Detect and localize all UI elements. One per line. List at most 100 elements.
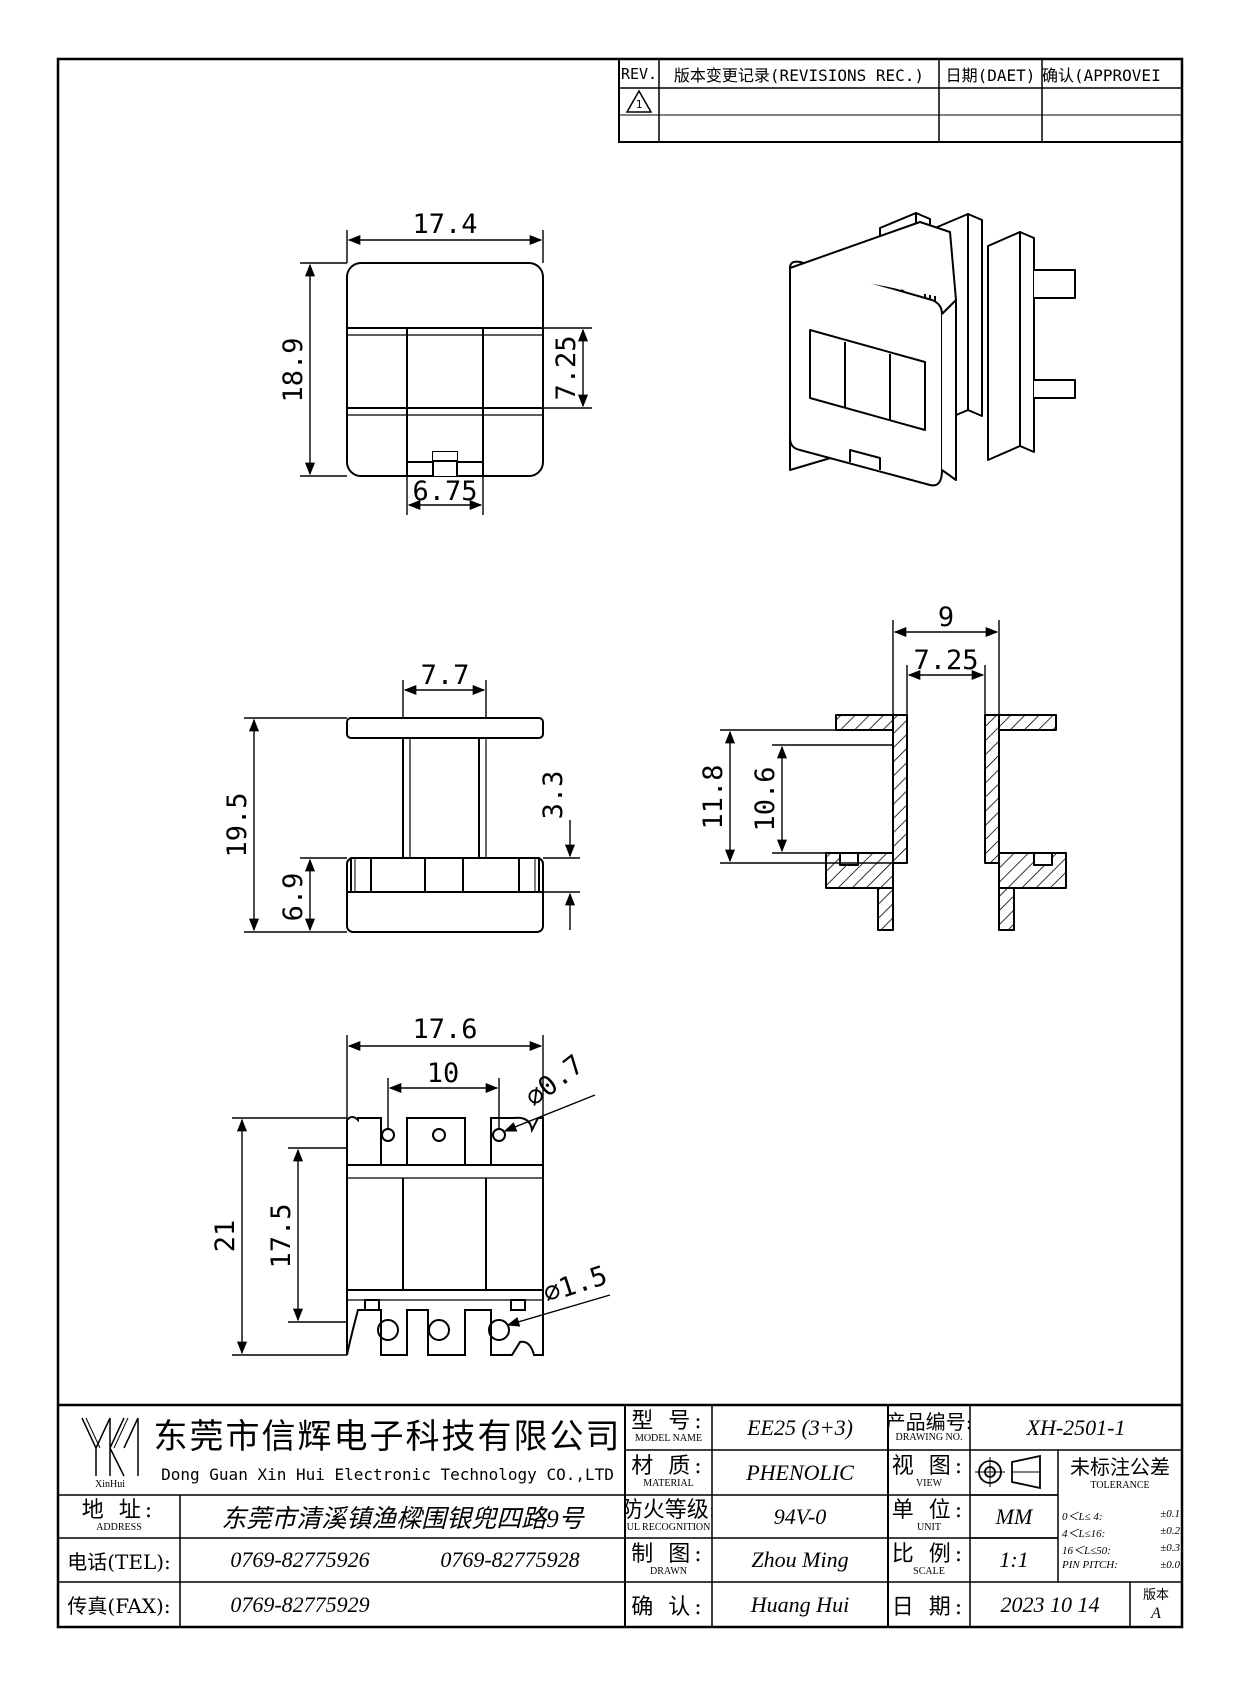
date-label: 日 期: <box>891 1594 967 1620</box>
pin-hole-small-left <box>381 1128 395 1142</box>
dim-bottom-hole-small: ⌀0.7 <box>520 1049 590 1113</box>
dim-front-base: 6.9 <box>278 873 309 922</box>
revision-header-record: 版本变更记录(REVISIONS REC.) <box>673 66 925 85</box>
revision-header-rev: REV. <box>620 65 658 83</box>
revision-header-approve: 确认(APPROVEI <box>1042 66 1161 85</box>
scale-value: 1:1 <box>999 1547 1029 1572</box>
tolerance-en: TOLERANCE <box>1090 1479 1150 1491</box>
dim-front-upper: 3.3 <box>538 771 569 820</box>
tolerance-value-3: ±0.3 <box>1160 1542 1180 1554</box>
dim-bottom-height: 21 <box>210 1220 241 1253</box>
tolerance-range-1: 0＜L≤ 4: <box>1062 1511 1103 1523</box>
checked-label: 确 认: <box>631 1594 706 1620</box>
tel-label: 电话(TEL): <box>67 1549 171 1574</box>
revision-table <box>618 58 1183 143</box>
model-label-cn: 型 号: <box>631 1409 706 1434</box>
drawn-label: 制 图: DRAWN <box>625 1538 712 1582</box>
model-value: EE25 (3+3) <box>747 1414 853 1440</box>
bottom-view <box>346 1116 544 1356</box>
view-label: 视 图: VIEW <box>888 1450 970 1495</box>
dim-section-tall: 11.8 <box>698 764 729 829</box>
front-view <box>346 717 544 933</box>
pin-hole-large-right <box>488 1319 510 1341</box>
company-name-cn: 东莞市信辉电子科技有限公司 <box>153 1416 622 1457</box>
unit-label-cn: 单 位: <box>891 1498 967 1523</box>
revision-number: 1 <box>635 97 643 111</box>
pin-hole-large-center <box>428 1319 450 1341</box>
logo-text: XinHui <box>95 1478 125 1490</box>
dim-bottom-width: 17.6 <box>412 1014 477 1045</box>
unit-value: MM <box>995 1503 1033 1529</box>
tolerance-row-1: 0＜L≤ 4: ±0.1 <box>1062 1508 1180 1524</box>
view-label-en: VIEW <box>915 1478 943 1489</box>
top-view-dimensions <box>300 230 592 515</box>
isometric-view <box>789 212 1076 487</box>
address-label: 地 址: ADDRESS <box>58 1495 180 1538</box>
dim-front-span: 7.7 <box>421 660 470 691</box>
fax-label: 传真(FAX): <box>67 1594 171 1618</box>
drawing-no-label-cn: 产品编号: <box>888 1410 970 1434</box>
tolerance-range-4: PIN PITCH: <box>1062 1559 1118 1571</box>
section-view <box>825 714 1067 931</box>
dim-section-inner: 7.25 <box>913 645 978 676</box>
tolerance-row-3: 16＜L≤50: ±0.3 <box>1062 1542 1180 1558</box>
scale-label-cn: 比 例: <box>891 1541 967 1567</box>
tolerance-range-2: 4＜L≤16: <box>1062 1528 1106 1540</box>
drawn-label-cn: 制 图: <box>631 1541 706 1567</box>
address-value: 东莞市清溪镇渔樑围银兜四路9号 <box>221 1505 584 1533</box>
dim-section-outer: 9 <box>938 602 954 633</box>
dim-front-height: 19.5 <box>222 792 253 857</box>
fire-rating-value: 94V-0 <box>773 1503 827 1529</box>
fax-value: 0769-82775929 <box>230 1591 370 1617</box>
tolerance-value-2: ±0.2 <box>1160 1525 1180 1537</box>
company-logo <box>81 1417 139 1477</box>
material-label: 材 质: MATERIAL <box>625 1450 712 1495</box>
drawing-no-value: XH-2501-1 <box>1026 1414 1126 1440</box>
checked-value: Huang Hui <box>750 1591 850 1617</box>
dim-top-window: 7.25 <box>551 335 582 400</box>
address-label-cn: 地 址: <box>81 1498 157 1523</box>
version-value: A <box>1151 1605 1161 1622</box>
dim-bottom-hole-large: ⌀1.5 <box>540 1260 611 1310</box>
scale-label-en: SCALE <box>913 1565 945 1577</box>
dim-top-height: 18.9 <box>278 337 309 402</box>
fire-rating-label-en: UL RECOGNITION <box>626 1522 711 1533</box>
tolerance-row-2: 4＜L≤16: ±0.2 <box>1062 1525 1180 1541</box>
dim-top-slot: 6.75 <box>412 476 477 507</box>
tel-value-1: 0769-82775926 <box>230 1547 370 1572</box>
material-label-cn: 材 质: <box>631 1454 706 1479</box>
unit-label-en: UNIT <box>917 1522 941 1533</box>
model-label: 型 号: MODEL NAME <box>625 1405 712 1450</box>
top-view <box>346 262 544 477</box>
tolerance-value-1: ±0.1 <box>1160 1508 1180 1520</box>
version-label: 版本 <box>1142 1587 1169 1603</box>
view-label-cn: 视 图: <box>891 1454 967 1479</box>
tolerance-value-4: ±0.0 <box>1160 1559 1180 1571</box>
pin-hole-small-right <box>492 1128 506 1142</box>
revision-header-date: 日期(DAET) <box>945 66 1036 85</box>
pin-hole-small-center <box>432 1128 446 1142</box>
revision-triangle-icon <box>625 89 653 113</box>
date-value: 2023 10 14 <box>1000 1591 1100 1617</box>
material-label-en: MATERIAL <box>643 1478 694 1489</box>
dim-bottom-pin-span: 10 <box>427 1058 460 1089</box>
company-name-en: Dong Guan Xin Hui Electronic Technology … <box>161 1464 614 1484</box>
tolerance-row-4: PIN PITCH: ±0.0 <box>1062 1559 1180 1575</box>
drawn-value: Zhou Ming <box>751 1547 849 1572</box>
unit-label: 单 位: UNIT <box>888 1495 970 1538</box>
address-label-en: ADDRESS <box>96 1522 142 1533</box>
fire-rating-label: 防火等级: UL RECOGNITION <box>625 1495 712 1538</box>
tolerance-range-3: 16＜L≤50: <box>1062 1545 1111 1557</box>
model-label-en: MODEL NAME <box>634 1433 703 1444</box>
title-block-grid <box>58 1403 1182 1627</box>
drawing-no-label-en: DRAWING NO. <box>895 1432 963 1443</box>
drawing-no-label: 产品编号: DRAWING NO. <box>888 1405 970 1450</box>
pin-hole-large-left <box>377 1319 399 1341</box>
fire-rating-label-cn: 防火等级: <box>625 1498 712 1523</box>
scale-label: 比 例: SCALE <box>888 1538 970 1582</box>
drawn-label-en: DRAWN <box>650 1565 687 1577</box>
front-view-dimensions <box>244 680 580 933</box>
dim-top-width: 17.4 <box>412 209 477 240</box>
tel-value-2: 0769-82775928 <box>440 1547 580 1572</box>
